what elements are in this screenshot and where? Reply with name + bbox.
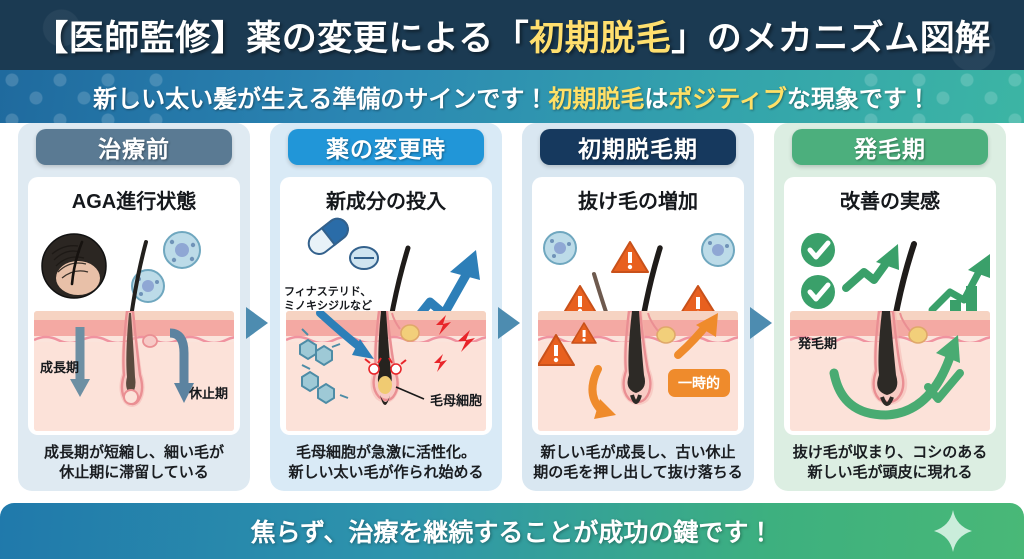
warning-triangle-icon [571,321,597,344]
check-circle-icon [801,275,835,309]
subtitle-pre: 新しい太い髪が生える準備のサインです！ [93,86,549,113]
panel-row: 治療前 AGA進行状態 [0,123,1024,498]
panel-2-label-matrix-cell: 毛母細胞 [429,392,482,408]
title-pre: 【医師監修】薬の変更による「 [33,18,530,58]
connector-arrow-3 [748,305,774,341]
panel-1-caption: 成長期が短縮し、細い毛が 休止期に滞留している [26,443,242,484]
activated-follicle-icon [299,310,475,405]
panel-2-caption-line1: 毛母細胞が急激に活性化。 [295,443,476,461]
page-subtitle: 新しい太い髪が生える準備のサインです！初期脱毛はポジティブな現象です！ [93,79,931,114]
panel-2-subtitle: 新成分の投入 [326,191,446,213]
page-title: 【医師監修】薬の変更による「初期脱毛」のメカニズム図解 [33,10,990,61]
panel-4-label-growth-phase: 発毛期 [798,335,838,351]
panel-3-caption: 新しい毛が成長し、古い休止 期の毛を押し出して抜け落ちる [530,443,746,484]
subtitle-highlight-1: 初期脱毛 [548,86,645,113]
hex-pattern-right-icon [859,70,1024,123]
connector-arrow-2 [496,305,522,341]
panel-2-caption-line2: 新しい太い毛が作られ始める [288,463,484,481]
panel-slot-4: 発毛期 改善の実感 [774,123,1006,491]
panel-3-header: 初期脱毛期 [540,129,736,165]
subtitle-bar: 新しい太い髪が生える準備のサインです！初期脱毛はポジティブな現象です！ [0,70,1024,123]
panel-4-header: 発毛期 [792,129,988,165]
panel-1-subtitle: AGA進行状態 [71,191,197,213]
panel-1-skin-cross-section: 成長期 休止期 [34,310,234,431]
panel-3-scene: 一時的 [532,214,744,435]
panel-1-header: 治療前 [36,129,232,165]
panel-slot-3: 初期脱毛期 抜け毛の増加 [522,123,772,491]
panel-2-scene: フィナステリド、 ミノキシジルなど [280,214,492,435]
connector-arrow-1 [244,305,270,341]
panel-1-caption-line1: 成長期が短縮し、細い毛が [43,443,224,461]
panel-3-caption-line2: 期の毛を押し出して抜け落ちる [533,463,743,481]
hex-pattern-left-icon [0,70,165,123]
panel-hair-growth[interactable]: 発毛期 改善の実感 [774,123,1006,491]
subtitle-post: な現象です！ [786,86,931,113]
panel-4-caption-line2: 新しい毛が頭皮に現れる [807,463,973,481]
sparkle-icon [934,510,972,552]
title-post: 」のメカニズム図解 [671,18,991,58]
panel-2-drug-line2: ミノキシジルなど [284,299,372,312]
panel-3-temporary-badge: 一時的 [668,368,730,397]
warning-triangle-icon [611,241,649,273]
medication-illustration-icon [307,217,480,364]
panel-initial-shedding[interactable]: 初期脱毛期 抜け毛の増加 [522,123,754,491]
title-bar: 【医師監修】薬の変更による「初期脱毛」のメカニズム図解 [0,0,1024,70]
panel-3-skin-cross-section: 一時的 [538,310,738,431]
healthy-follicle-icon [829,310,964,420]
panel-medication-change[interactable]: 薬の変更時 新成分の投入 [270,123,502,491]
panel-2-caption: 毛母細胞が急激に活性化。 新しい太い毛が作られ始める [278,443,494,484]
panel-4-body: 改善の実感 [784,177,996,435]
panel-2-label-drug: フィナステリド、 ミノキシジルなど [284,286,372,314]
panel-2-header: 薬の変更時 [288,129,484,165]
panel-1-label-growth-phase: 成長期 [40,359,80,375]
panel-slot-2: 薬の変更時 新成分の投入 [270,123,520,491]
panel-3-subtitle: 抜け毛の増加 [578,191,698,213]
pushing-follicle-icon [538,310,718,419]
panel-3-body: 抜け毛の増加 [532,177,744,435]
panel-4-subtitle: 改善の実感 [840,191,940,213]
subtitle-highlight-2: ポジティブ [668,86,787,113]
footer-message: 焦らず、治療を継続することが成功の鍵です！ [250,519,774,547]
panel-4-caption-line1: 抜け毛が収まり、コシのある [792,443,988,461]
panel-before-treatment[interactable]: 治療前 AGA進行状態 [18,123,250,491]
panel-4-caption: 抜け毛が収まり、コシのある 新しい毛が頭皮に現れる [782,443,998,484]
warning-triangle-icon [538,333,575,366]
panel-3-caption-line1: 新しい毛が成長し、古い休止 [540,443,736,461]
footer-bar: 焦らず、治療を継続することが成功の鍵です！ [0,503,1024,559]
panel-2-skin-cross-section: 毛母細胞 [286,310,486,431]
follicle-illustration-icon [70,310,194,407]
panel-1-body: AGA進行状態 [28,177,240,435]
panel-1-label-rest-phase: 休止期 [188,385,228,401]
panel-slot-1: 治療前 AGA進行状態 [18,123,268,491]
panel-1-caption-line2: 休止期に滞留している [59,463,209,481]
check-circle-icon [801,233,835,267]
panel-1-scene: 成長期 休止期 [28,214,240,435]
scalp-illustration-icon [41,231,201,364]
subtitle-mid: は [644,86,669,113]
title-highlight: 初期脱毛 [529,18,672,58]
panel-2-body: 新成分の投入 [280,177,492,435]
panel-4-skin-cross-section: 発毛期 [790,310,990,431]
panel-4-scene: 発毛期 [784,214,996,435]
panel-2-drug-line1: フィナステリド、 [284,286,372,298]
